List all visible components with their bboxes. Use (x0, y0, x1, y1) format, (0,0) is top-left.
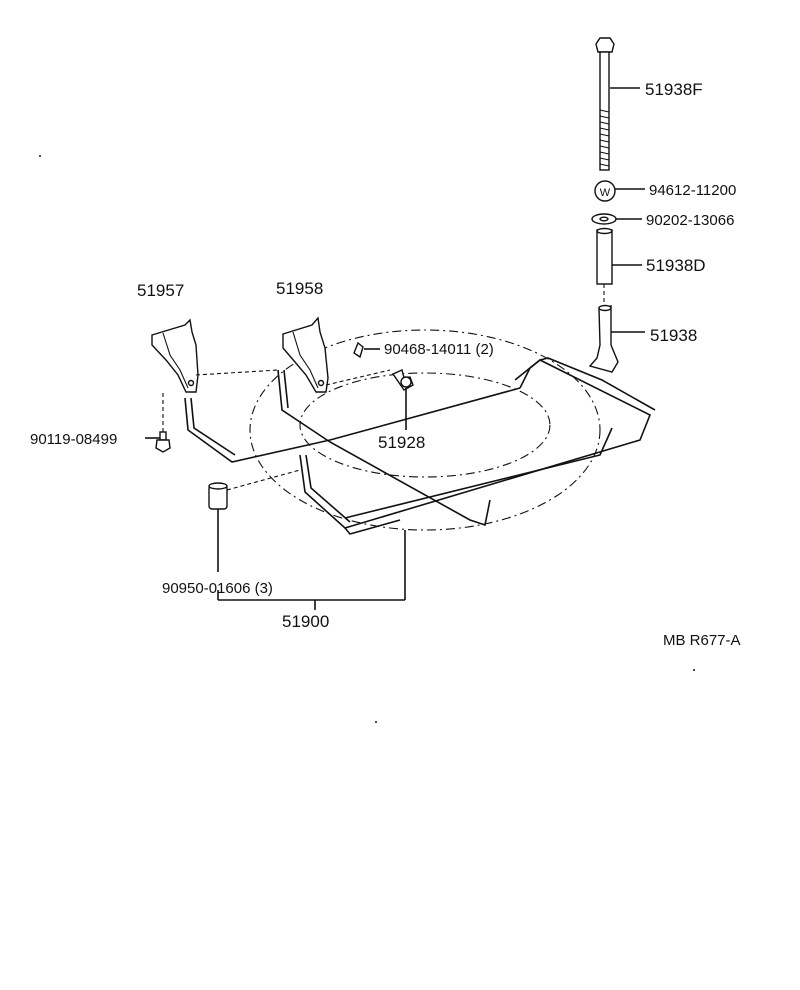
hook-51938 (588, 304, 645, 373)
label-51938: 51938 (650, 326, 697, 345)
bolt-51938f (595, 37, 640, 171)
label-51957: 51957 (137, 281, 184, 300)
washer-90202-13066 (591, 213, 642, 225)
bolt-90119-08499 (145, 393, 171, 453)
label-90468-14011: 90468-14011 (2) (384, 341, 494, 358)
label-90950-01606: 90950-01606 (3) (162, 580, 273, 597)
bracket-51958 (282, 316, 329, 393)
assembly-lines (195, 284, 605, 491)
bracket-51957 (151, 318, 199, 393)
clip-90468-14011 (353, 341, 380, 359)
carrier-frame (184, 357, 656, 535)
label-90119-08499: 90119-08499 (30, 431, 117, 448)
diagram-code: MB R677-A (663, 632, 741, 649)
label-51938d: 51938D (646, 256, 706, 275)
cushion-90950-01606 (208, 482, 228, 572)
spare-tire-outline (249, 329, 601, 531)
label-51900: 51900 (282, 612, 329, 631)
nut-94612-11200: W (594, 180, 645, 202)
carrier-leader (217, 530, 406, 610)
bolt-51928 (391, 369, 414, 430)
label-51938f: 51938F (645, 80, 703, 99)
label-90202-13066: 90202-13066 (646, 212, 734, 229)
label-51928: 51928 (378, 433, 425, 452)
nut-mark: W (600, 187, 611, 199)
label-94612-11200: 94612-11200 (649, 182, 736, 199)
label-51958: 51958 (276, 279, 323, 298)
collar-51938d (596, 227, 642, 285)
stray-dots (39, 155, 695, 723)
